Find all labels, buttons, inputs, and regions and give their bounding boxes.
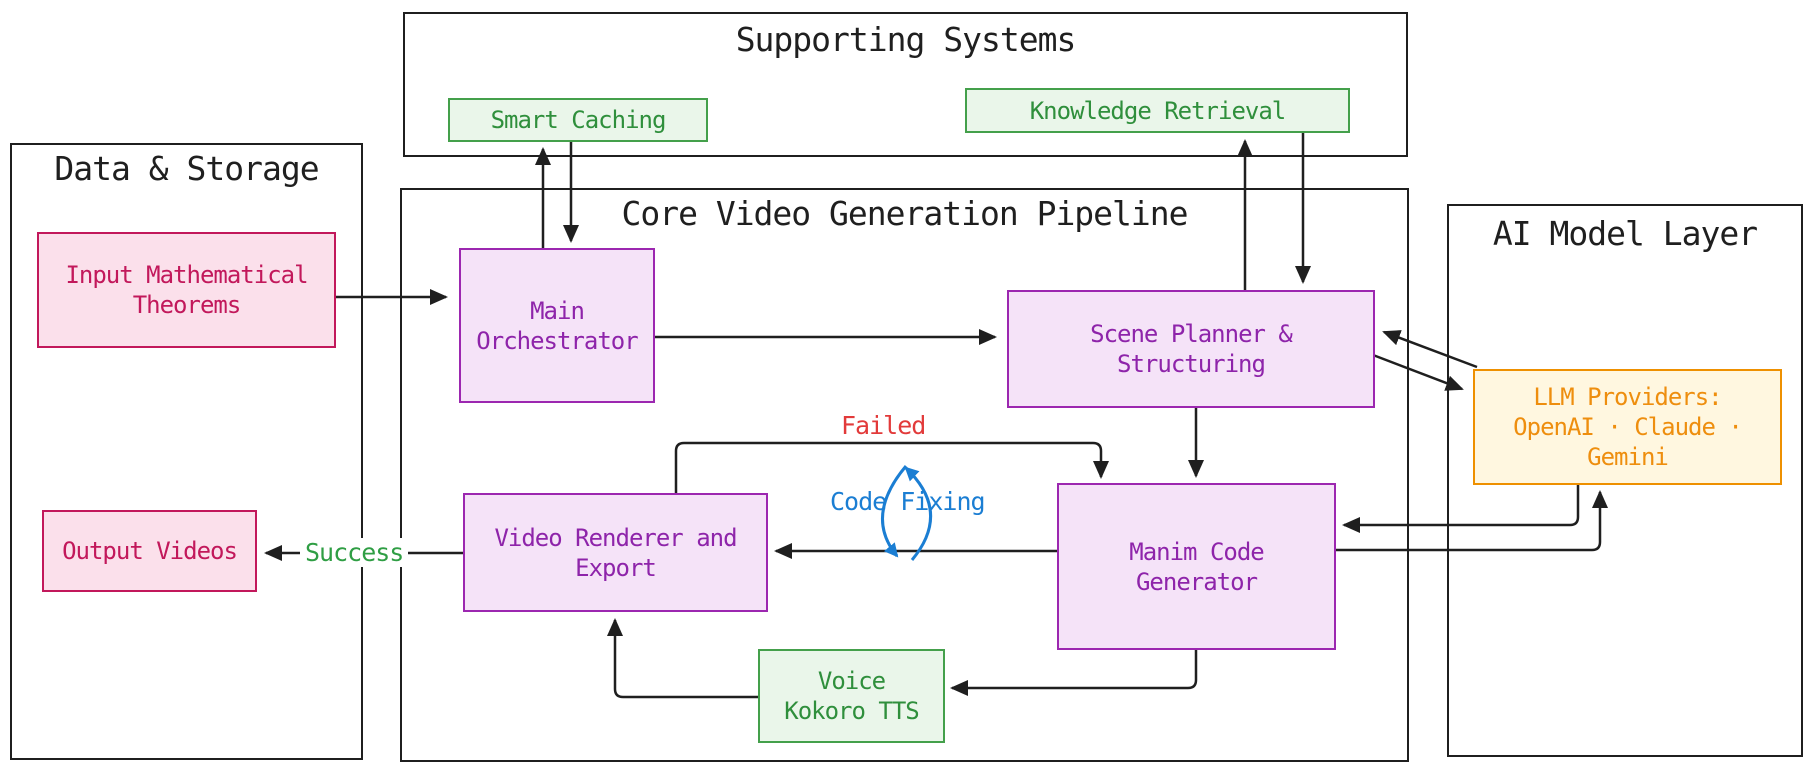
container-data-storage: Data & Storage	[10, 143, 363, 760]
node-llm-providers-label: LLM Providers: OpenAI · Claude · Gemini	[1513, 383, 1743, 471]
container-core-pipeline-title: Core Video Generation Pipeline	[621, 194, 1188, 233]
node-input-theorems: Input Mathematical Theorems	[37, 232, 336, 348]
node-voice-tts: Voice Kokoro TTS	[758, 649, 945, 743]
node-output-videos-label: Output Videos	[62, 537, 238, 565]
node-knowledge-retrieval-label: Knowledge Retrieval	[1029, 96, 1287, 125]
node-smart-caching-label: Smart Caching	[490, 106, 667, 134]
container-supporting-systems: Supporting Systems	[403, 12, 1408, 157]
node-main-orchestrator: Main Orchestrator	[459, 248, 655, 403]
node-smart-caching: Smart Caching	[448, 98, 708, 142]
node-output-videos: Output Videos	[42, 510, 257, 592]
node-main-orchestrator-label: Main Orchestrator	[476, 296, 638, 355]
node-video-renderer-label: Video Renderer and Export	[494, 523, 737, 582]
container-core-pipeline: Core Video Generation Pipeline	[400, 188, 1409, 762]
container-supporting-systems-title: Supporting Systems	[735, 20, 1077, 59]
node-scene-planner-label: Scene Planner & Structuring	[1090, 320, 1293, 378]
node-manim-generator-label: Manim Code Generator	[1129, 537, 1264, 596]
node-voice-tts-label: Voice Kokoro TTS	[784, 667, 919, 725]
edge-label-success: Success	[300, 538, 409, 567]
container-data-storage-title: Data & Storage	[54, 149, 319, 188]
node-knowledge-retrieval: Knowledge Retrieval	[965, 88, 1350, 133]
edge-label-code-fixing: Code Fixing	[830, 487, 986, 516]
node-video-renderer: Video Renderer and Export	[463, 493, 768, 612]
container-ai-model-layer-title: AI Model Layer	[1492, 214, 1758, 253]
edge-label-failed: Failed	[841, 411, 926, 440]
container-ai-model-layer: AI Model Layer	[1447, 204, 1803, 757]
node-input-theorems-label: Input Mathematical Theorems	[65, 261, 308, 319]
node-manim-generator: Manim Code Generator	[1057, 483, 1336, 650]
node-scene-planner: Scene Planner & Structuring	[1007, 290, 1375, 408]
node-llm-providers: LLM Providers: OpenAI · Claude · Gemini	[1473, 369, 1782, 485]
